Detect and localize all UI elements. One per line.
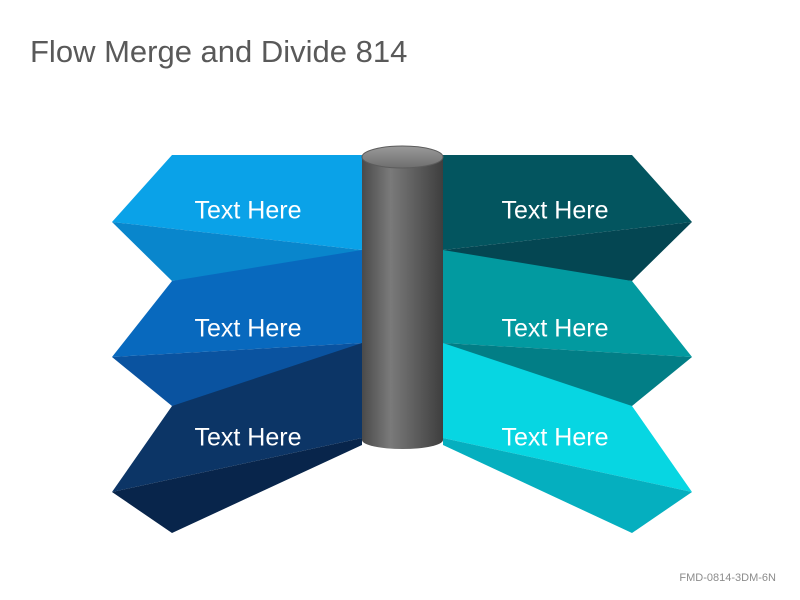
right-segment-3-bottom-face — [443, 438, 692, 533]
cylinder-body — [362, 157, 443, 449]
left-segment-2: Text Here — [112, 250, 362, 406]
left-segment-1-label: Text Here — [195, 197, 302, 225]
right-segment-1-top-face — [443, 155, 692, 250]
left-segment-3-bottom-face — [112, 438, 362, 533]
center-cylinder — [361, 145, 444, 449]
right-segment-2: Text Here — [443, 250, 692, 406]
right-segment-3-label: Text Here — [502, 424, 609, 452]
left-segment-2-bottom-face — [112, 343, 362, 406]
right-segment-2-label: Text Here — [502, 315, 609, 343]
right-segment-3: Text Here — [443, 343, 692, 533]
left-segment-2-top-face — [112, 250, 362, 357]
left-segment-3-label: Text Here — [195, 424, 302, 452]
slide-code: FMD-0814-3DM-6N — [679, 572, 776, 584]
left-segment-3: Text Here — [112, 343, 362, 533]
left-segment-1-top-face — [112, 155, 362, 250]
left-segment-3-top-face — [112, 343, 362, 492]
right-segment-2-top-face — [443, 250, 692, 357]
page-title: Flow Merge and Divide 814 — [30, 34, 408, 69]
left-segment-2-label: Text Here — [195, 315, 302, 343]
right-segment-3-top-face — [443, 343, 692, 492]
right-segment-1-label: Text Here — [502, 197, 609, 225]
right-segment-2-bottom-face — [443, 343, 692, 406]
right-segment-1: Text Here — [443, 155, 692, 281]
cylinder-top — [361, 145, 444, 169]
